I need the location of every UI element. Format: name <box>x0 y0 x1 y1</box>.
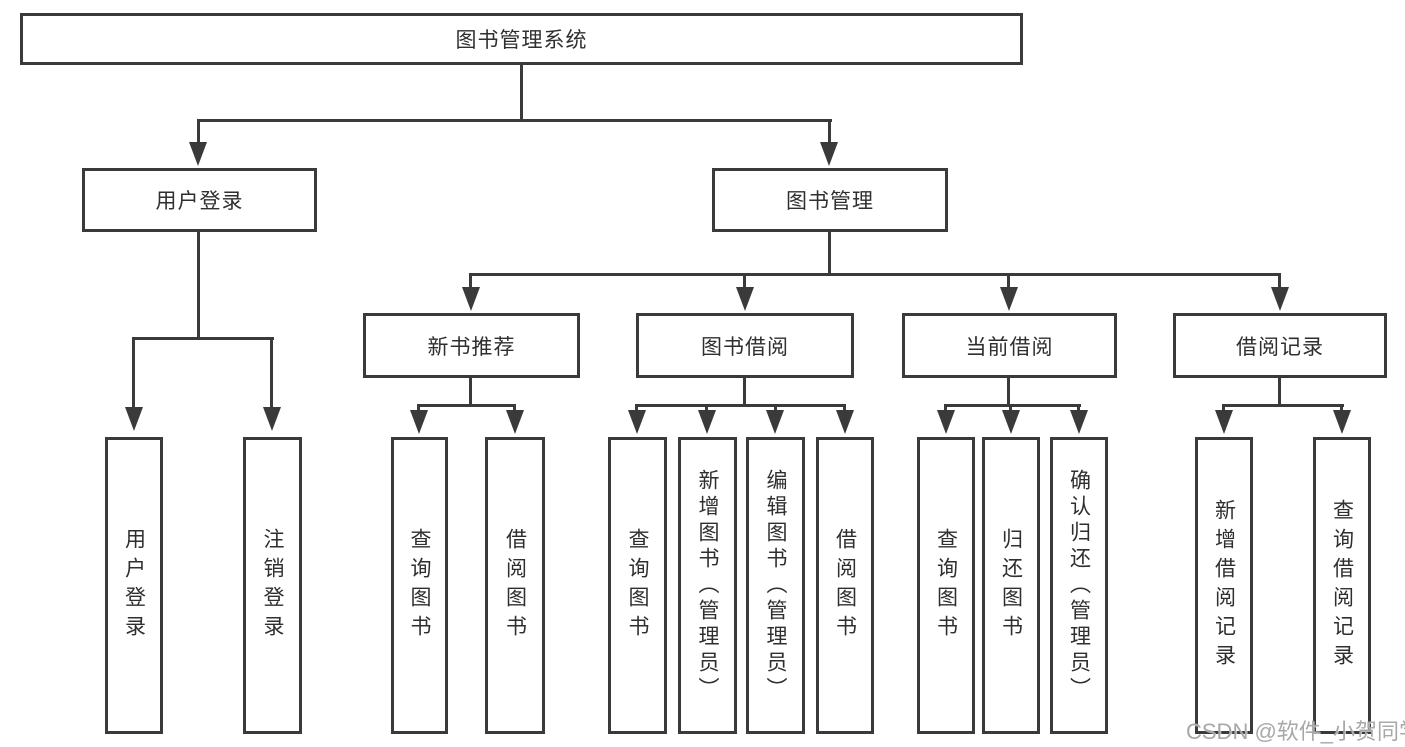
arrow-down-icon <box>1215 410 1233 434</box>
connector-line <box>774 404 777 414</box>
node-new-book: 新书推荐 <box>363 313 580 378</box>
leaf-records-add: 新增借阅记录 <box>1195 437 1253 734</box>
node-borrow-records: 借阅记录 <box>1173 313 1387 378</box>
leaf-borrow-query: 查询图书 <box>608 437 667 734</box>
leaf-current-confirm: 确认归还（管理员） <box>1050 437 1108 734</box>
connector-line <box>743 273 746 289</box>
node-new-book-label: 新书推荐 <box>427 335 516 359</box>
leaf-borrow-borrow: 借阅图书 <box>816 437 874 734</box>
leaf-current-confirm-label: 确认归还（管理员） <box>1067 468 1091 703</box>
connector-line <box>270 337 273 411</box>
connector-line <box>469 378 472 407</box>
arrow-down-icon <box>698 410 716 434</box>
connector-line <box>520 65 523 122</box>
arrow-down-icon <box>836 410 854 434</box>
node-user-login: 用户登录 <box>82 168 317 232</box>
leaf-borrow-add: 新增图书（管理员） <box>678 437 737 734</box>
node-book-borrow-label: 图书借阅 <box>701 335 789 359</box>
connector-line <box>132 337 274 340</box>
connector-line <box>513 404 516 414</box>
connector-line <box>828 119 831 147</box>
node-current-borrow: 当前借阅 <box>902 313 1117 378</box>
node-root-label: 图书管理系统 <box>455 29 588 52</box>
leaf-records-query-label: 查询借阅记录 <box>1330 498 1354 673</box>
leaf-user-login-label: 用户登录 <box>122 527 146 644</box>
connector-line <box>1007 378 1010 407</box>
leaf-current-query: 查询图书 <box>917 437 975 734</box>
node-root: 图书管理系统 <box>20 13 1023 65</box>
connector-line <box>828 232 831 276</box>
connector-line <box>743 378 746 407</box>
leaf-logout-label: 注销登录 <box>261 527 284 644</box>
leaf-logout: 注销登录 <box>243 437 302 734</box>
connector-line <box>1009 404 1012 414</box>
arrow-down-icon <box>506 410 524 434</box>
arrow-down-icon <box>189 142 207 166</box>
arrow-down-icon <box>628 410 646 434</box>
leaf-records-add-label: 新增借阅记录 <box>1212 498 1236 673</box>
connector-line <box>132 337 135 411</box>
arrow-down-icon <box>937 410 955 434</box>
leaf-current-query-label: 查询图书 <box>934 527 958 644</box>
node-borrow-records-label: 借阅记录 <box>1236 335 1324 359</box>
connector-line <box>197 119 832 122</box>
connector-line <box>469 273 1281 276</box>
arrow-down-icon <box>1271 287 1289 311</box>
arrow-down-icon <box>1000 287 1018 311</box>
connector-line <box>705 404 708 414</box>
arrow-down-icon <box>410 410 428 434</box>
leaf-newbook-query: 查询图书 <box>391 437 448 734</box>
connector-line <box>1278 378 1281 407</box>
connector-line <box>944 404 1081 407</box>
arrow-down-icon <box>263 407 281 431</box>
connector-line <box>1222 404 1225 414</box>
leaf-borrow-edit-label: 编辑图书（管理员） <box>764 468 787 703</box>
connector-line <box>1077 404 1080 414</box>
arrow-down-icon <box>1070 410 1088 434</box>
connector-line <box>469 273 472 289</box>
node-book-mgmt: 图书管理 <box>712 168 948 232</box>
connector-line <box>417 404 516 407</box>
connector-line <box>944 404 947 414</box>
connector-line <box>635 404 638 414</box>
connector-line <box>197 119 200 147</box>
arrow-down-icon <box>1333 410 1351 434</box>
connector-line <box>635 404 846 407</box>
leaf-user-login: 用户登录 <box>105 437 163 734</box>
connector-line <box>1222 404 1344 407</box>
leaf-current-return: 归还图书 <box>982 437 1040 734</box>
leaf-borrow-add-label: 新增图书（管理员） <box>696 468 719 703</box>
connector-line <box>1278 273 1281 289</box>
leaf-newbook-query-label: 查询图书 <box>408 527 431 644</box>
connector-line <box>417 404 420 414</box>
node-book-borrow: 图书借阅 <box>636 313 854 378</box>
node-current-borrow-label: 当前借阅 <box>965 335 1054 359</box>
arrow-down-icon <box>736 287 754 311</box>
arrow-down-icon <box>125 407 143 431</box>
connector-line <box>197 232 200 340</box>
arrow-down-icon <box>1002 410 1020 434</box>
leaf-borrow-borrow-label: 借阅图书 <box>833 527 857 644</box>
arrow-down-icon <box>820 142 838 166</box>
node-book-mgmt-label: 图书管理 <box>786 190 874 213</box>
watermark: CSDN @软件_小贺同学 <box>1186 719 1405 744</box>
connector-line <box>843 404 846 414</box>
arrow-down-icon <box>462 287 480 311</box>
leaf-newbook-borrow: 借阅图书 <box>485 437 545 734</box>
connector-line <box>1007 273 1010 289</box>
leaf-current-return-label: 归还图书 <box>999 527 1023 644</box>
connector-line <box>1340 404 1343 414</box>
leaf-borrow-edit: 编辑图书（管理员） <box>746 437 805 734</box>
leaf-borrow-query-label: 查询图书 <box>626 527 649 644</box>
arrow-down-icon <box>766 410 784 434</box>
leaf-records-query: 查询借阅记录 <box>1313 437 1371 734</box>
node-user-login-label: 用户登录 <box>155 190 244 213</box>
leaf-newbook-borrow-label: 借阅图书 <box>503 527 527 644</box>
